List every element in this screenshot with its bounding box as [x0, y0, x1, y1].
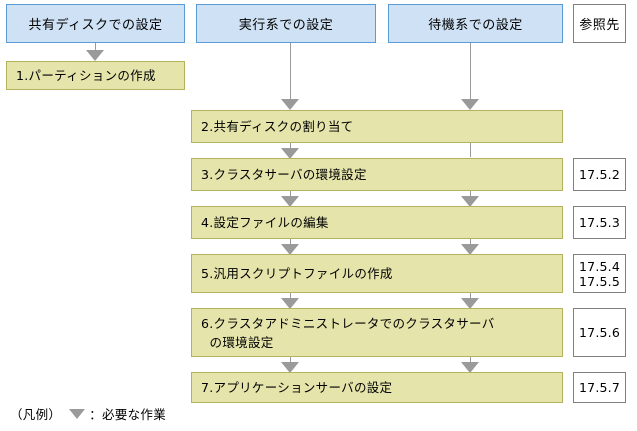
connector-arrow-standby-step5-to-step6	[461, 298, 479, 309]
step-box-6-label: 6.クラスタアドミニストレータでのクラスタサーバ の環境設定	[201, 315, 495, 350]
connector-arrow-active-step6-to-step7	[281, 362, 299, 373]
connector-arrow-standby-step6-to-step7	[461, 362, 479, 373]
reference-box-step6-label: 17.5.6	[579, 325, 620, 340]
step-box-1[interactable]: 1.パーティションの作成	[6, 61, 185, 90]
column-header-reference: 参照先	[573, 4, 626, 43]
reference-box-step7-label: 17.5.7	[579, 380, 620, 395]
step-box-3-label: 3.クラスタサーバの環境設定	[201, 167, 367, 182]
step-box-7[interactable]: 7.アプリケーションサーバの設定	[191, 372, 563, 403]
step-box-2[interactable]: 2.共有ディスクの割り当て	[191, 110, 563, 143]
column-header-standby-node: 待機系での設定	[388, 4, 563, 43]
connector-line-standby-step2-to-step3	[470, 142, 471, 157]
connector-arrow-active-step5-to-step6	[281, 298, 299, 309]
step-box-3[interactable]: 3.クラスタサーバの環境設定	[191, 158, 563, 191]
step-box-5-label: 5.汎用スクリプトファイルの作成	[201, 266, 393, 281]
legend-text-label: ：必要な作業	[89, 407, 167, 422]
reference-box-step4-label: 17.5.3	[579, 215, 620, 230]
legend-prefix-label: （凡例）	[10, 407, 62, 422]
connector-arrow-active-step3-to-step4	[281, 196, 299, 207]
step-box-5[interactable]: 5.汎用スクリプトファイルの作成	[191, 254, 563, 293]
step-box-6[interactable]: 6.クラスタアドミニストレータでのクラスタサーバ の環境設定	[191, 308, 563, 357]
reference-box-step7[interactable]: 17.5.7	[573, 372, 626, 403]
connector-arrow-standby-header-to-step2	[461, 99, 479, 110]
connector-arrow-standby-step3-to-step4	[461, 196, 479, 207]
connector-line-standby-header-to-step2	[470, 43, 471, 107]
connector-line-active-header-to-step2	[290, 43, 291, 107]
connector-arrow-shared-header-to-step1	[86, 50, 104, 61]
step-box-1-label: 1.パーティションの作成	[16, 68, 156, 83]
step-box-4[interactable]: 4.設定ファイルの編集	[191, 206, 563, 239]
legend: （凡例） ：必要な作業	[10, 404, 166, 423]
column-header-reference-label: 参照先	[579, 18, 620, 33]
reference-box-step5-label: 17.5.4 17.5.5	[579, 258, 620, 289]
column-header-active-node: 実行系での設定	[196, 4, 376, 43]
column-header-shared-disk: 共有ディスクでの設定	[6, 4, 185, 43]
connector-arrow-standby-step4-to-step5	[461, 244, 479, 255]
column-header-standby-node-label: 待機系での設定	[428, 18, 523, 33]
column-header-shared-disk-label: 共有ディスクでの設定	[28, 18, 163, 33]
step-box-2-label: 2.共有ディスクの割り当て	[201, 119, 354, 134]
column-header-active-node-label: 実行系での設定	[238, 18, 334, 33]
connector-arrow-active-step2-to-step3	[281, 148, 299, 159]
reference-box-step6[interactable]: 17.5.6	[573, 308, 626, 357]
reference-box-step3[interactable]: 17.5.2	[573, 158, 626, 191]
down-arrow-icon	[69, 408, 86, 419]
reference-box-step5[interactable]: 17.5.4 17.5.5	[573, 254, 626, 293]
connector-arrow-active-header-to-step2	[281, 99, 299, 110]
connector-arrow-active-step4-to-step5	[281, 244, 299, 255]
step-box-4-label: 4.設定ファイルの編集	[201, 215, 329, 230]
step-box-7-label: 7.アプリケーションサーバの設定	[201, 380, 393, 395]
reference-box-step4[interactable]: 17.5.3	[573, 206, 626, 239]
reference-box-step3-label: 17.5.2	[579, 167, 620, 182]
